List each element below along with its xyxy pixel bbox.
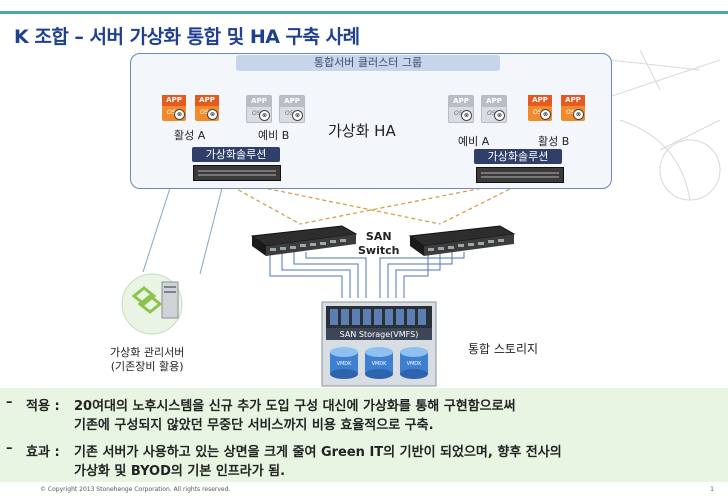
right-standby-label: 예비 A [458,135,490,148]
storage-side-label: 통합 스토리지 [468,342,539,356]
san-switch-left [250,225,358,256]
san-switch-right [408,225,516,256]
ha-label: 가상화 HA [328,122,396,140]
callout-line-left [142,187,171,273]
vmdk-disk-3 [400,347,428,379]
callout-line-right [199,187,223,275]
switch-storage-links [269,252,465,298]
vm-tile-left-standby-2: APP OS ⊗ [279,95,305,123]
right-active-label: 활성 B [538,135,570,148]
vm-tile-right-standby-1: APP OS ⊗ [448,95,474,123]
san-switch-label: SAN Switch [358,230,400,257]
link-left-server-left-switch [225,182,301,225]
os-ring-icon: ⊗ [461,110,472,121]
top-accent-band [0,0,728,14]
vmdk-label-2: VMDK [371,361,387,367]
note-effect-head: 효과 : [26,445,60,460]
right-rack-server [476,167,564,183]
page-title: K 조합 – 서버 가상화 통합 및 HA 구축 사례 [14,26,360,48]
note-effect-line1: 기존 서버가 사용하고 있는 상면을 크게 줄여 Green IT의 기반이 되… [74,445,562,460]
left-standby-label: 예비 B [258,129,290,142]
left-rack-server [193,165,281,181]
os-ring-icon: ⊗ [292,110,303,121]
note-apply-line2: 기존에 구성되지 않았던 무중단 서비스까지 비용 효율적으로 구축. [74,418,434,433]
vm-tile-left-active-2: APP OS ⊗ [195,95,219,121]
note-apply-line1: 20여대의 노후시스템을 신규 추가 도입 구성 대신에 가상화를 통해 구현함… [74,399,516,414]
management-server-label: 가상화 관리서버 (기존장비 활용) [110,346,185,373]
page-number: 1 [710,486,714,493]
link-right-server-right-switch [439,182,523,225]
link-right-server-left-switch [299,182,509,225]
decorative-sketch [599,49,721,201]
note-apply-head: 적용 : [26,399,60,414]
vmdk-label-3: VMDK [406,361,422,367]
note-effect-dash: – [6,441,13,456]
vmdk-disk-2 [365,347,393,379]
management-server-icon [121,273,183,335]
right-solution-box: 가상화솔루션 [474,149,562,164]
left-active-label: 활성 A [174,129,206,142]
footer-copyright: © Copyright 2013 Stonehenge Corporation.… [40,486,231,493]
link-left-server-right-switch [239,182,441,225]
vm-tile-left-active-1: APP OS ⊗ [162,95,186,121]
os-ring-icon: ⊗ [174,109,185,120]
vmdk-label-1: VMDK [336,361,352,367]
note-effect-line2: 가상화 및 BYOD의 기본 인프라가 됨. [74,464,286,479]
notes-panel [0,388,728,482]
vm-tile-right-active-1: APP OS ⊗ [528,95,552,121]
vm-tile-right-active-2: APP OS ⊗ [561,95,585,121]
left-solution-box: 가상화솔루션 [192,147,280,162]
vm-tile-left-standby-1: APP OS ⊗ [246,95,272,123]
note-apply-dash: – [6,395,13,410]
os-ring-icon: ⊗ [494,110,505,121]
os-ring-icon: ⊗ [573,109,584,120]
storage-box-label: SAN Storage(VMFS) [339,330,419,339]
vmdk-disk-1 [330,347,358,379]
os-ring-icon: ⊗ [540,109,551,120]
vm-tile-right-standby-2: APP OS ⊗ [481,95,507,123]
cluster-group-title: 통합서버 클러스터 그룹 [236,55,500,71]
os-ring-icon: ⊗ [207,109,218,120]
os-ring-icon: ⊗ [259,110,270,121]
